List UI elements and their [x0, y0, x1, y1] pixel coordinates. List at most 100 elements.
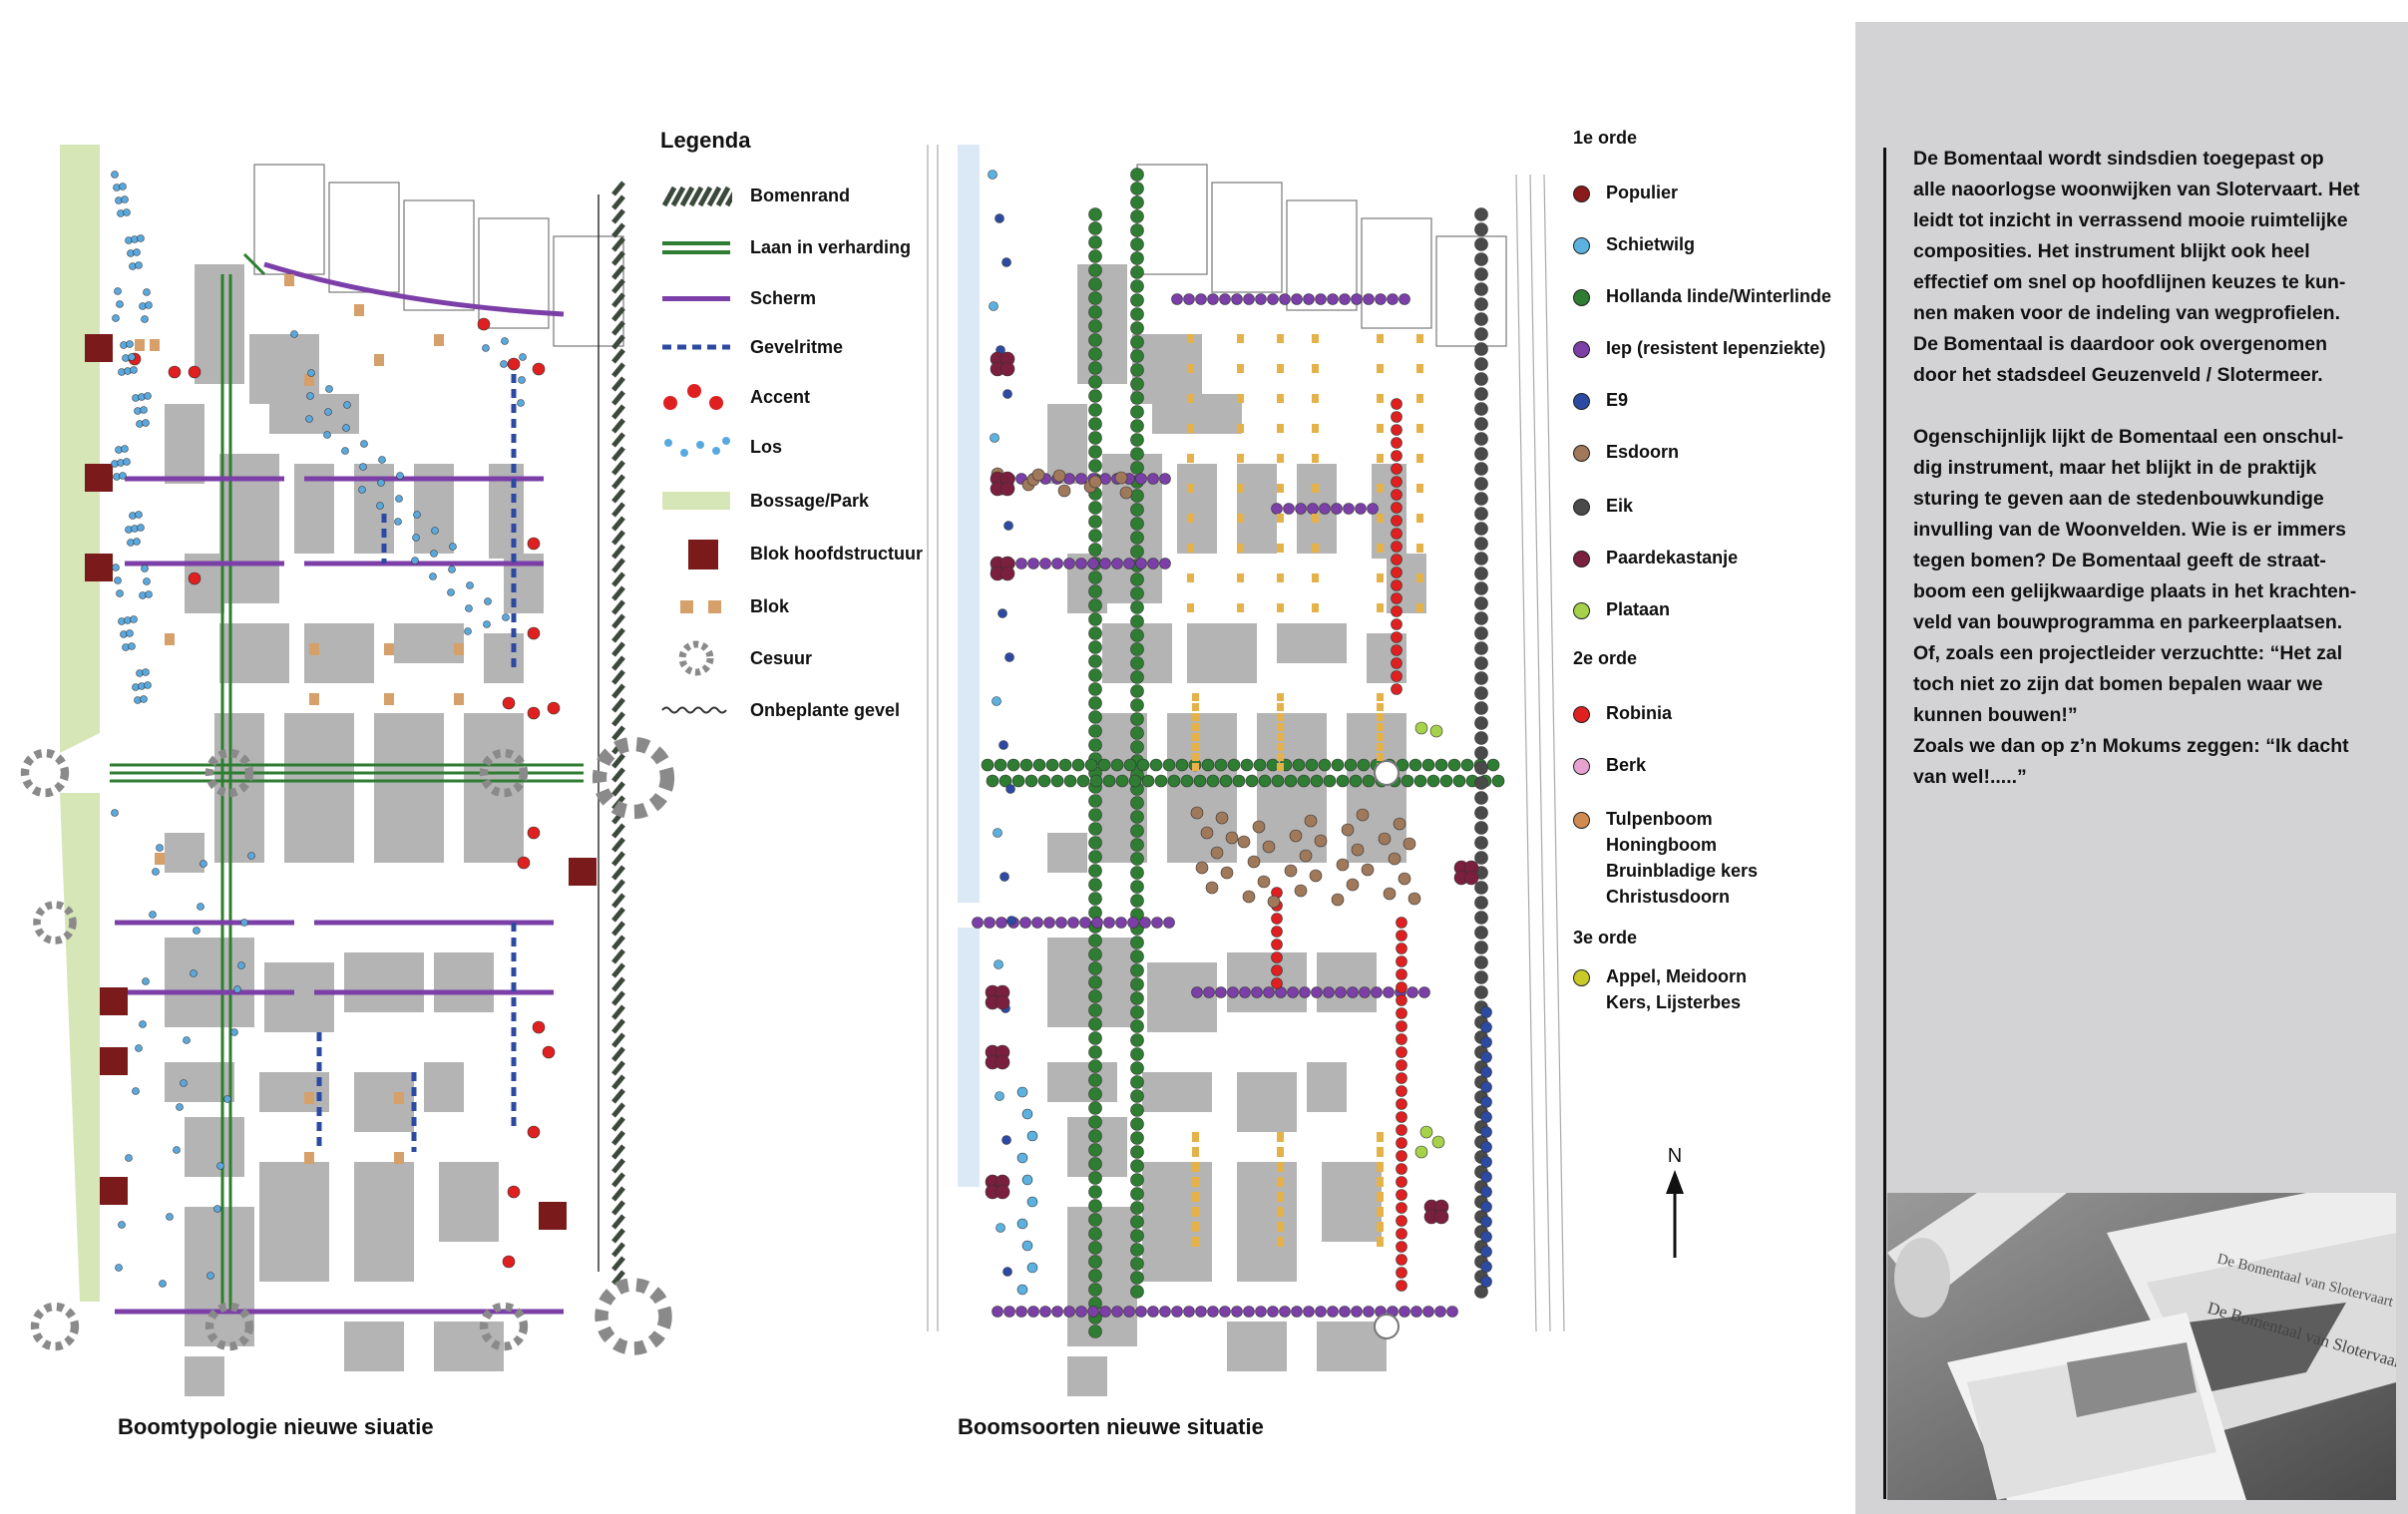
linde-tree [1071, 758, 1085, 772]
building [1067, 1356, 1107, 1396]
species-label: Berk [1606, 755, 1647, 775]
bomenrand-hatch [611, 948, 625, 964]
legend-label: Blok hoofdstructuur [750, 543, 923, 564]
linde-tree [1491, 774, 1505, 788]
iep-tree [992, 1306, 1003, 1318]
eik-tree [1474, 207, 1488, 221]
iep-tree [1367, 503, 1379, 515]
cesuur-ring [204, 748, 254, 798]
linde-tree [1088, 696, 1102, 710]
tulpenboom-tree [1416, 603, 1423, 612]
los-dot [143, 577, 151, 585]
los-dot [116, 300, 124, 308]
roundabout [1374, 760, 1400, 786]
tulpenboom-tree [1187, 544, 1194, 553]
building [1237, 1162, 1297, 1282]
bomenrand-hatch [611, 990, 625, 1006]
los-dot [482, 344, 490, 352]
robinia-tree [1391, 644, 1403, 656]
linde-tree [1088, 1073, 1102, 1087]
tulpenboom-tree [1277, 484, 1284, 493]
tulpenboom-tree [1192, 1177, 1199, 1187]
tulpenboom-tree [1192, 763, 1199, 771]
linde-tree [1088, 375, 1102, 389]
tulpenboom-tree [1237, 334, 1244, 343]
tulpenboom-tree [1192, 1222, 1199, 1232]
tulpenboom-tree [1237, 454, 1244, 463]
los-dot [376, 502, 384, 510]
robinia-tree [1396, 1111, 1407, 1123]
linde-tree [1253, 758, 1267, 772]
paardekastanje-tree [1433, 1209, 1449, 1225]
tulpenboom-tree [1192, 1192, 1199, 1202]
los-dot [413, 511, 421, 519]
building-outline [1435, 235, 1507, 347]
tulpenboom-tree [1312, 334, 1319, 343]
linde-tree [1130, 1285, 1144, 1299]
legend-item-accent: Accent [660, 379, 810, 415]
linde-tree [1088, 515, 1102, 529]
robinia-tree [1396, 1059, 1407, 1071]
tulpenboom-tree [1377, 603, 1384, 612]
iep-tree [1263, 986, 1275, 998]
eik-tree [1474, 970, 1488, 984]
linde-tree [1088, 207, 1102, 221]
linde-tree [1088, 361, 1102, 375]
bomenrand-hatch [611, 641, 625, 657]
esdoorn-tree [1031, 468, 1045, 482]
iep-tree [1003, 1306, 1015, 1318]
esdoorn-tree [1220, 866, 1234, 880]
edge-tree [1005, 784, 1015, 794]
iep-tree [1399, 293, 1410, 305]
legend-symbol-wavy-line-icon [660, 692, 732, 728]
bomenrand-hatch [611, 1144, 625, 1160]
tulpenboom-tree [1277, 603, 1284, 612]
esdoorn-tree [1200, 826, 1214, 840]
linde-tree [1460, 758, 1474, 772]
tulpenboom-tree [1277, 544, 1284, 553]
linde-tree [1088, 1255, 1102, 1269]
los-dot [114, 576, 122, 584]
iep-tree [1115, 917, 1127, 929]
legend-label: Gevelritme [750, 336, 844, 357]
linde-tree [1011, 774, 1025, 788]
los-dot [130, 615, 138, 623]
tulpenboom-tree [1237, 484, 1244, 493]
los-dot [193, 927, 201, 935]
bomenrand-hatch [611, 753, 625, 769]
linde-tree [1088, 249, 1102, 263]
robinia-tree [1391, 618, 1403, 630]
iep-tree [1323, 986, 1335, 998]
building [185, 1117, 244, 1177]
los-dot [118, 1221, 126, 1229]
robinia-tree [1271, 913, 1283, 925]
iep-tree [1271, 503, 1283, 515]
accent-dot [542, 1045, 556, 1059]
linde-tree [1088, 584, 1102, 598]
bomenrand-hatch [611, 404, 625, 420]
e9-tree [1480, 1201, 1492, 1213]
eik-tree [1474, 671, 1488, 685]
tulpenboom-tree [1277, 394, 1284, 403]
linde-tree [1344, 758, 1358, 772]
building [195, 264, 244, 384]
linde-tree [1088, 305, 1102, 319]
linde-tree [1130, 279, 1144, 293]
species-dot-icon [1573, 186, 1590, 202]
tulpenboom-tree [1377, 713, 1384, 721]
tulpenboom-tree [1377, 454, 1384, 463]
plataan-tree [1431, 1135, 1445, 1149]
robinia-tree [1396, 1072, 1407, 1084]
legend-label: Onbeplante gevel [750, 699, 901, 720]
esdoorn-tree [1398, 872, 1411, 886]
edge-tree [988, 170, 998, 180]
linde-tree [1024, 774, 1038, 788]
robinia-tree [1391, 398, 1403, 410]
bomenrand-hatch [611, 502, 625, 518]
tulpenboom-tree [1187, 603, 1194, 612]
los-dot [237, 961, 245, 969]
e9-tree [1480, 1276, 1492, 1288]
tulpenboom-tree [1192, 743, 1199, 751]
eik-tree [1474, 851, 1488, 865]
los-dot [137, 524, 145, 532]
